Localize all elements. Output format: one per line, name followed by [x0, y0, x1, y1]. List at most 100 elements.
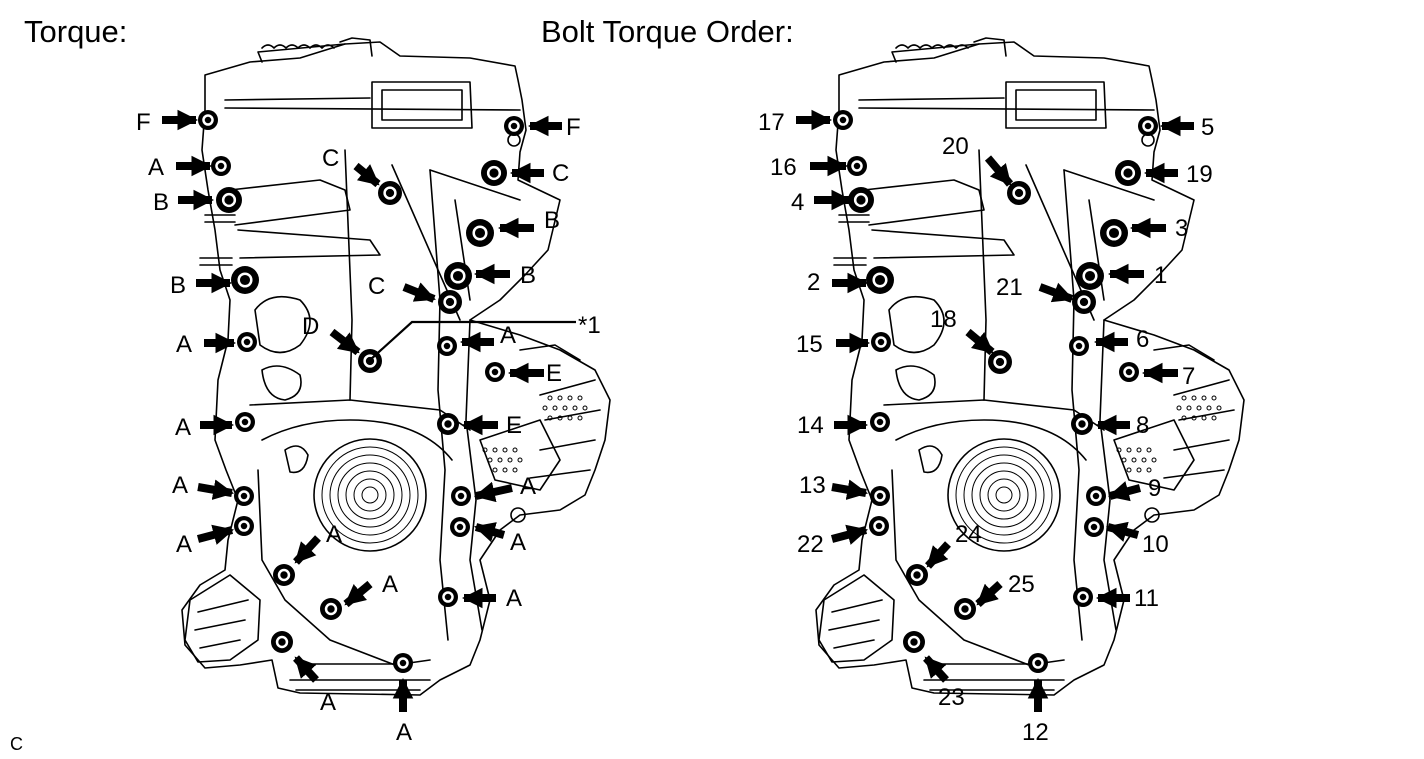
bolt-socket	[275, 635, 289, 649]
pointer-arrow	[923, 655, 949, 683]
bolt-head	[504, 116, 524, 136]
bolt-head	[847, 156, 867, 176]
bolt-socket	[472, 225, 488, 241]
bolt-head	[437, 413, 459, 435]
bolt-socket	[853, 192, 869, 208]
bolt-head	[869, 516, 889, 536]
order-number: 10	[1142, 531, 1169, 558]
bolt-head	[988, 350, 1012, 374]
bolt-head	[1115, 160, 1141, 186]
bolt-socket	[237, 272, 253, 288]
order-number: 2	[807, 269, 820, 296]
bolt-label: F	[136, 109, 151, 136]
bolt-socket	[1123, 366, 1135, 378]
bolt-socket	[872, 272, 888, 288]
bolt-head	[485, 362, 505, 382]
bolt-socket	[363, 354, 377, 368]
bolt-head	[450, 517, 470, 537]
bolt-socket	[910, 568, 924, 582]
bolt-head	[870, 486, 890, 506]
bolt-socket	[489, 366, 501, 378]
bolt-socket	[238, 520, 250, 532]
bolt-label: A	[506, 585, 522, 612]
bolt-head	[1028, 653, 1048, 673]
pointer-arrow	[984, 155, 1014, 187]
bolt-socket	[1012, 186, 1026, 200]
order-number: 21	[996, 274, 1023, 301]
illustration-code: C	[10, 734, 23, 754]
pointer-arrow	[965, 328, 995, 356]
bolt-head	[848, 187, 874, 213]
order-number: 1	[1154, 262, 1167, 289]
bolt-socket	[455, 490, 467, 502]
bolt-head	[393, 653, 413, 673]
bolt-socket	[202, 114, 214, 126]
bolt-socket	[874, 490, 886, 502]
bolt-head	[211, 156, 231, 176]
bolt-socket	[1106, 225, 1122, 241]
pointer-arrow	[293, 655, 319, 683]
bolt-socket	[441, 417, 455, 431]
bolt-socket	[441, 340, 453, 352]
order-number: 6	[1136, 326, 1149, 353]
pointer-arrow	[293, 535, 321, 565]
bolt-head	[871, 332, 891, 352]
order-number: 7	[1182, 363, 1195, 390]
bolt-socket	[1075, 417, 1089, 431]
bolt-socket	[239, 416, 251, 428]
order-number: 19	[1186, 161, 1213, 188]
bolt-head	[481, 160, 507, 186]
bolt-label: C	[552, 160, 569, 187]
pointer-arrow	[831, 479, 869, 500]
pointer-arrow	[197, 479, 235, 500]
pointer-arrow	[1105, 521, 1140, 542]
arrow-group-right	[796, 109, 1194, 712]
bolt-head	[906, 564, 928, 586]
order-number: 3	[1175, 215, 1188, 242]
order-number: 22	[797, 531, 824, 558]
bolt-head	[198, 110, 218, 130]
bolt-socket	[837, 114, 849, 126]
bolt-socket	[1077, 295, 1091, 309]
bolt-head	[378, 181, 402, 205]
bolt-group-right	[833, 110, 1158, 673]
bolt-head	[271, 631, 293, 653]
pointer-arrow	[473, 481, 513, 503]
order-number: 25	[1008, 571, 1035, 598]
bolt-socket	[221, 192, 237, 208]
bolt-head	[1071, 413, 1093, 435]
torque-heading: Torque:	[24, 14, 128, 49]
order-number: 20	[942, 133, 969, 160]
bolt-label: B	[544, 207, 560, 234]
bolt-head	[1100, 219, 1128, 247]
order-number: 13	[799, 472, 826, 499]
bolt-head	[866, 266, 894, 294]
bolt-socket	[241, 336, 253, 348]
bolt-socket	[993, 355, 1007, 369]
bolt-socket	[851, 160, 863, 172]
bolt-socket	[215, 160, 227, 172]
bolt-head	[444, 262, 472, 290]
pointer-arrow	[196, 524, 235, 545]
bolt-head	[231, 266, 259, 294]
bolt-head	[833, 110, 853, 130]
bolt-socket	[508, 120, 520, 132]
bolt-head	[216, 187, 242, 213]
bolt-socket	[397, 657, 409, 669]
bolt-head	[903, 631, 925, 653]
order-number: 11	[1134, 585, 1159, 612]
pointer-arrow	[830, 524, 869, 545]
bolt-socket	[1120, 165, 1136, 181]
bolt-label: A	[396, 719, 412, 746]
bolt-socket	[874, 416, 886, 428]
bolt-socket	[238, 490, 250, 502]
bolt-label: C	[322, 145, 339, 172]
bolt-socket	[907, 635, 921, 649]
pointer-arrow	[925, 541, 951, 569]
arrow-group-left	[162, 109, 562, 712]
bolt-head	[234, 486, 254, 506]
bolt-head	[1076, 262, 1104, 290]
pointer-arrow	[1038, 282, 1074, 303]
bolt-socket	[450, 268, 466, 284]
bolt-head	[1084, 517, 1104, 537]
